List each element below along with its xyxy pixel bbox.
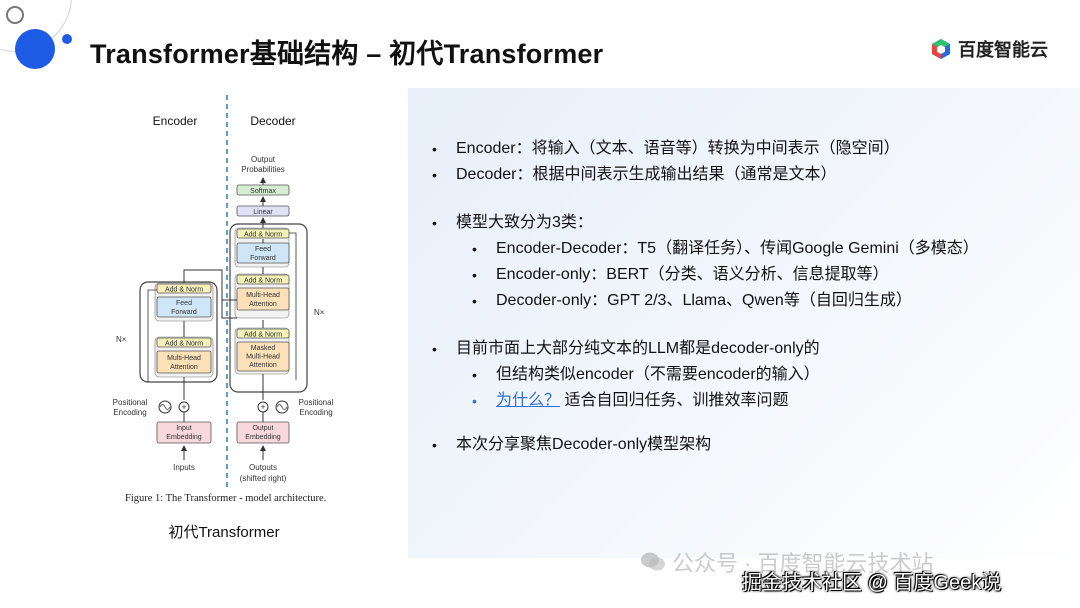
bullet-model-types: •模型大致分为3类： — [432, 214, 593, 231]
figure-caption: Figure 1: The Transformer - model archit… — [125, 493, 327, 504]
softmax-block — [236, 184, 290, 196]
bullet-structure-like-encoder: •但结构类似encoder（不需要encoder的输入） — [472, 366, 820, 383]
decoder-masked-attention — [236, 341, 290, 372]
decorative-blue-dot — [62, 34, 72, 44]
wechat-icon — [641, 552, 665, 571]
decoder-stack — [229, 223, 308, 393]
encoder-nx-label: N× — [116, 335, 127, 344]
output-embedding-block — [236, 421, 290, 444]
svg-text:+: + — [181, 402, 186, 412]
watermark-bottom: 掘金技术社区 @ 百度Geek说 — [742, 572, 1002, 594]
why-link[interactable]: 为什么？ — [496, 392, 561, 409]
encoder-feed-forward — [156, 296, 212, 318]
decoder-add-norm-2 — [236, 274, 290, 285]
decoder-add-norm-1 — [236, 328, 290, 339]
encoder-add-norm-1 — [156, 337, 212, 348]
bullet-encoder-decoder: •Encoder-Decoder：T5（翻译任务）、传闻Google Gemin… — [472, 240, 979, 257]
bullet-encoder: •Encoder：将输入（文本、语音等）转换为中间表示（隐空间） — [432, 140, 900, 157]
svg-text:Add & Norm: Add & Norm — [244, 278, 282, 285]
decoder-add-norm-3 — [236, 228, 290, 239]
decoder-nx-label: N× — [314, 308, 325, 317]
linear-block — [236, 205, 290, 217]
bullet-why: •为什么？ 适合自回归任务、训推效率问题 — [472, 392, 789, 409]
inputs-label: Inputs — [173, 463, 195, 472]
bullet-decoder-only: •Decoder-only：GPT 2/3、Llama、Qwen等（自回归生成） — [472, 292, 912, 309]
slide-title: Transformer基础结构 – 初代Transformer — [90, 39, 604, 69]
bullet-focus: •本次分享聚焦Decoder-only模型架构 — [432, 436, 712, 453]
svg-text:Softmax: Softmax — [250, 188, 276, 195]
encoder-stack — [139, 281, 218, 383]
svg-text:Linear: Linear — [253, 209, 273, 216]
bullet-list: •Encoder：将输入（文本、语音等）转换为中间表示（隐空间） •Decode… — [430, 136, 1070, 458]
svg-text:Add & Norm: Add & Norm — [244, 232, 282, 239]
outputs-label: Outputs(shifted right) — [240, 463, 287, 483]
input-embedding-block — [156, 421, 212, 444]
encoder-label: Encoder — [153, 114, 198, 128]
figure-panel — [62, 88, 400, 558]
watermark-top: 公众号 · 百度智能云技术站 — [640, 546, 934, 578]
baidu-cloud-logo-icon — [932, 39, 950, 59]
figure-subcaption: 初代Transformer — [168, 524, 280, 541]
decorative-blue-circle — [15, 29, 55, 69]
bullet-decoder: •Decoder：根据中间表示生成输出结果（通常是文本） — [432, 166, 837, 183]
bullet-llm-decoder-only: •目前市面上大部分纯文本的LLM都是decoder-only的 — [432, 340, 820, 357]
svg-text:+: + — [260, 402, 265, 412]
decoder-multi-head-attention — [236, 287, 290, 311]
svg-text:Add & Norm: Add & Norm — [165, 287, 203, 294]
svg-text:Add & Norm: Add & Norm — [244, 332, 282, 339]
content-panel — [408, 88, 1080, 558]
bullet-encoder-only: •Encoder-only：BERT（分类、语义分析、信息提取等） — [472, 266, 889, 283]
encoder-multi-head-attention — [156, 350, 212, 374]
svg-text:Add & Norm: Add & Norm — [165, 341, 203, 348]
encoder-add-norm-2 — [156, 283, 212, 294]
brand-name: 百度智能云 — [958, 40, 1048, 60]
brand-logo: 百度智能云 — [930, 36, 1048, 62]
decoder-label: Decoder — [250, 114, 295, 128]
decorative-ring — [6, 6, 24, 24]
